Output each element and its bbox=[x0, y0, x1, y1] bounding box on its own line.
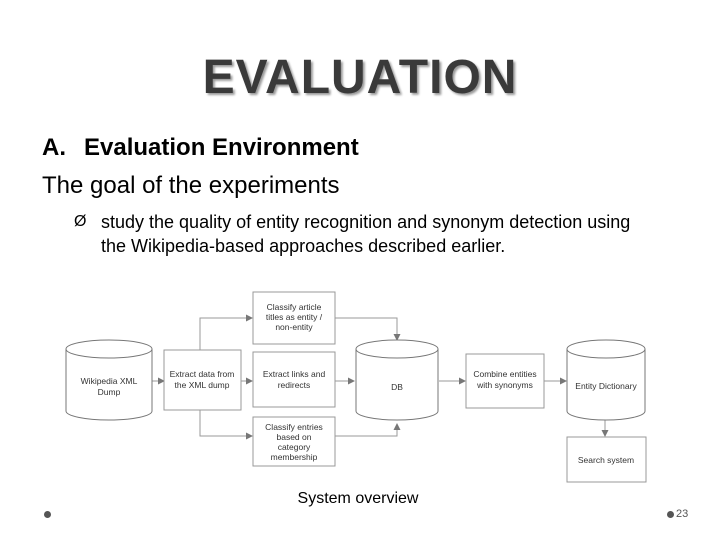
search-system-node: Search system bbox=[566, 436, 647, 483]
wikipedia-dump-label-2: Dump bbox=[98, 387, 121, 397]
combine-entities-node: Combine entities with synonyms bbox=[465, 353, 545, 409]
extract-links-label-1: Extract links and bbox=[263, 369, 326, 379]
left-dot-icon bbox=[44, 511, 51, 518]
right-dot-icon bbox=[667, 511, 674, 518]
section-number: A. bbox=[42, 134, 66, 161]
classify-titles-label-1: Classify article bbox=[267, 302, 322, 312]
classify-entries-node: Classify entries based on category membe… bbox=[252, 416, 336, 467]
page-number: 23 bbox=[676, 508, 689, 520]
wikipedia-dump-node: Wikipedia XML Dump bbox=[65, 339, 153, 421]
bullet-text: study the quality of entity recognition … bbox=[101, 212, 631, 256]
classify-entries-label-2: based on bbox=[277, 432, 312, 442]
extract-links-node: Extract links and redirects bbox=[252, 351, 336, 408]
wikipedia-dump-label-1: Wikipedia XML bbox=[81, 376, 138, 386]
extract-data-node: Extract data from the XML dump bbox=[163, 349, 242, 411]
classify-entries-label-3: category bbox=[278, 442, 311, 452]
classify-titles-label-3: non-entity bbox=[275, 322, 313, 332]
classify-entries-label-4: membership bbox=[271, 452, 318, 462]
db-node: DB bbox=[355, 339, 439, 421]
classify-titles-label-2: titles as entity / bbox=[266, 312, 323, 322]
classify-titles-node: Classify article titles as entity / non-… bbox=[252, 291, 336, 345]
search-system-label: Search system bbox=[578, 455, 634, 465]
bullet-item: Ø study the quality of entity recognitio… bbox=[74, 210, 654, 258]
extract-links-label-2: redirects bbox=[278, 380, 311, 390]
extract-data-label-1: Extract data from bbox=[170, 369, 235, 379]
slide-title: EVALUATION bbox=[202, 51, 518, 104]
classify-entries-label-1: Classify entries bbox=[265, 422, 323, 432]
section-heading: A. Evaluation Environment bbox=[42, 134, 359, 162]
diagram-caption: System overview bbox=[297, 490, 419, 507]
entity-dictionary-label: Entity Dictionary bbox=[575, 381, 637, 391]
arrow-bullet-icon: Ø bbox=[74, 213, 87, 230]
extract-data-label-2: the XML dump bbox=[175, 380, 230, 390]
subheading: The goal of the experiments bbox=[42, 172, 340, 199]
entity-dictionary-node: Entity Dictionary bbox=[566, 339, 646, 421]
db-label: DB bbox=[391, 382, 403, 392]
combine-entities-label-2: with synonyms bbox=[476, 380, 533, 390]
combine-entities-label-1: Combine entities bbox=[473, 369, 536, 379]
section-heading-text: Evaluation Environment bbox=[84, 134, 359, 161]
